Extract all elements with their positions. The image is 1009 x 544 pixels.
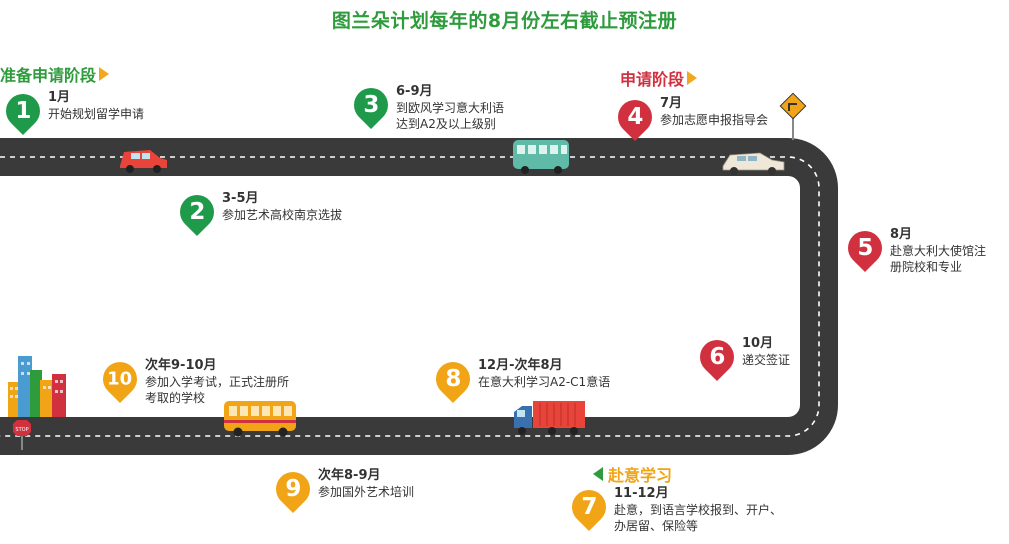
step-date: 8月 bbox=[890, 227, 913, 242]
stop-sign-label: STOP bbox=[15, 427, 28, 433]
step-marker: 1 bbox=[0, 86, 48, 136]
step-date: 1月 bbox=[48, 90, 71, 105]
road-center-line bbox=[0, 156, 820, 437]
step-10: 10 次年9-10月参加入学考试，正式注册所 考取的学校 bbox=[95, 354, 290, 406]
step-desc: 参加志愿申报指导会 bbox=[660, 113, 769, 127]
step-date: 次年9-10月 bbox=[145, 358, 217, 373]
step-desc: 参加艺术高校南京选拔 bbox=[222, 208, 343, 222]
arrow-left-icon bbox=[593, 467, 603, 481]
step-marker: 5 bbox=[840, 223, 890, 273]
stop-sign-icon: STOP bbox=[13, 420, 31, 450]
step-date: 7月 bbox=[660, 96, 683, 111]
page-title: 图兰朵计划每年的8月份左右截止预注册 bbox=[331, 10, 678, 32]
step-desc: 在意大利学习A2-C1意语 bbox=[478, 375, 611, 389]
step-7: 7 11-12月赴意，到语言学校报到、开户、 办居留、保险等 bbox=[564, 482, 783, 534]
red-car-icon bbox=[120, 150, 167, 173]
step-3: 3 6-9月到欧风学习意大利语 达到A2及以上级别 bbox=[346, 80, 505, 132]
step-desc: 递交签证 bbox=[742, 353, 791, 367]
step-marker: 2 bbox=[172, 187, 222, 237]
phase-prepare-label: 准备申请阶段 bbox=[0, 66, 97, 85]
step-desc: 开始规划留学申请 bbox=[48, 107, 145, 121]
phase-prepare: 准备申请阶段 bbox=[0, 62, 110, 86]
step-marker: 8 bbox=[428, 354, 478, 404]
step-marker: 4 bbox=[610, 92, 660, 142]
step-desc: 到欧风学习意大利语 达到A2及以上级别 bbox=[396, 101, 505, 131]
step-desc: 赴意大利大使馆注 册院校和专业 bbox=[890, 244, 987, 274]
arrow-right-icon bbox=[99, 67, 110, 81]
step-1: 1 1月开始规划留学申请 bbox=[0, 86, 145, 136]
step-8: 8 12月-次年8月在意大利学习A2-C1意语 bbox=[428, 354, 611, 404]
step-6: 6 10月递交签证 bbox=[692, 332, 791, 382]
step-marker: 10 bbox=[95, 354, 145, 404]
step-marker: 6 bbox=[692, 332, 742, 382]
white-car-icon bbox=[722, 152, 785, 175]
step-marker: 3 bbox=[346, 80, 396, 130]
phase-apply-label: 申请阶段 bbox=[620, 70, 685, 89]
teal-bus-icon bbox=[513, 140, 569, 174]
step-desc: 参加国外艺术培训 bbox=[318, 485, 415, 499]
step-marker: 9 bbox=[268, 464, 318, 514]
arrow-right-icon bbox=[687, 71, 698, 85]
step-date: 10月 bbox=[742, 336, 774, 351]
step-date: 6-9月 bbox=[396, 84, 433, 99]
turn-road-sign-icon bbox=[779, 92, 807, 140]
step-marker: 7 bbox=[564, 482, 614, 532]
step-desc: 参加入学考试，正式注册所 考取的学校 bbox=[145, 375, 290, 405]
phase-study: 赴意学习 bbox=[593, 462, 672, 486]
step-2: 2 3-5月参加艺术高校南京选拔 bbox=[172, 187, 343, 237]
step-date: 12月-次年8月 bbox=[478, 358, 563, 373]
step-date: 11-12月 bbox=[614, 486, 669, 501]
step-date: 次年8-9月 bbox=[318, 468, 381, 483]
step-date: 3-5月 bbox=[222, 191, 259, 206]
step-4: 4 7月参加志愿申报指导会 bbox=[610, 92, 769, 142]
phase-apply: 申请阶段 bbox=[620, 66, 698, 90]
city-buildings-icon bbox=[8, 356, 66, 417]
phase-study-label: 赴意学习 bbox=[608, 466, 673, 485]
step-desc: 赴意，到语言学校报到、开户、 办居留、保险等 bbox=[614, 503, 783, 533]
step-9: 9 次年8-9月参加国外艺术培训 bbox=[268, 464, 415, 514]
orange-bus-icon bbox=[224, 401, 296, 437]
step-5: 5 8月赴意大利大使馆注 册院校和专业 bbox=[840, 223, 987, 275]
container-truck-icon bbox=[514, 401, 585, 435]
